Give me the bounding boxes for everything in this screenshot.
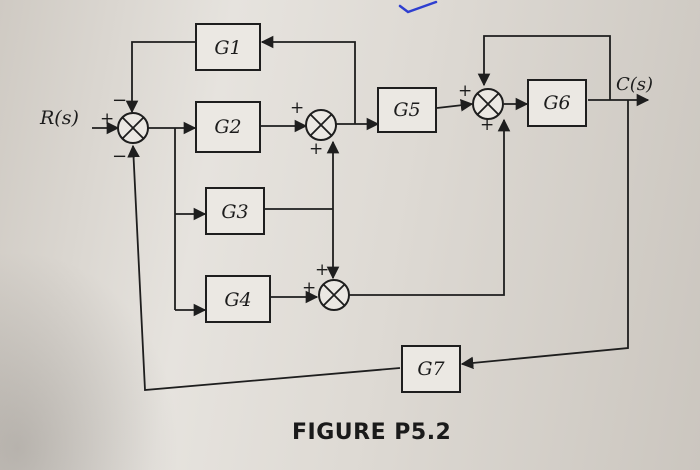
label-g1: G1 bbox=[214, 37, 241, 59]
pen-check-mark bbox=[398, 0, 438, 14]
shadow-overlay bbox=[0, 250, 180, 470]
sign-sj1-bottom: − bbox=[112, 146, 127, 167]
summing-junction-1 bbox=[117, 112, 149, 144]
figure-caption: FIGURE P5.2 bbox=[292, 420, 452, 445]
sign-sj2-left: + bbox=[290, 98, 304, 118]
block-g1 bbox=[195, 23, 261, 71]
wire-fb-sj3 bbox=[477, 35, 611, 100]
label-g2: G2 bbox=[214, 116, 241, 138]
block-g4 bbox=[205, 275, 271, 323]
label-g4: G4 bbox=[224, 289, 251, 311]
wire-sj4-sj3 bbox=[349, 118, 511, 296]
label-g3: G3 bbox=[221, 201, 248, 223]
sign-sj4-left: + bbox=[302, 278, 316, 298]
wire-fb-g7 bbox=[460, 100, 629, 370]
summing-junction-3 bbox=[472, 88, 504, 120]
label-g7: G7 bbox=[417, 358, 445, 380]
label-g5: G5 bbox=[393, 99, 420, 121]
wire-g7-sj1 bbox=[127, 144, 401, 391]
sign-sj2-bottom: + bbox=[309, 139, 323, 159]
label-g6: G6 bbox=[543, 92, 570, 114]
block-g2 bbox=[195, 101, 261, 153]
wire-to-g1 bbox=[260, 35, 356, 124]
sign-sj3-left: + bbox=[458, 81, 472, 101]
sign-sj3-top: + bbox=[480, 115, 494, 135]
sign-sj1-input: + bbox=[100, 109, 114, 129]
sign-sj1-top: − bbox=[112, 90, 127, 111]
block-g6 bbox=[527, 79, 587, 127]
block-g5 bbox=[377, 87, 437, 133]
output-signal-label: C(s) bbox=[616, 74, 653, 95]
summing-junction-2 bbox=[305, 109, 337, 141]
wire-g1-sj1 bbox=[125, 41, 196, 114]
input-signal-label: R(s) bbox=[39, 107, 79, 129]
wire-g5-sj3 bbox=[436, 99, 474, 112]
block-g7 bbox=[401, 345, 461, 393]
summing-junction-4 bbox=[318, 279, 350, 311]
sign-sj4-bottom: + bbox=[315, 260, 329, 280]
block-g3 bbox=[205, 187, 265, 235]
